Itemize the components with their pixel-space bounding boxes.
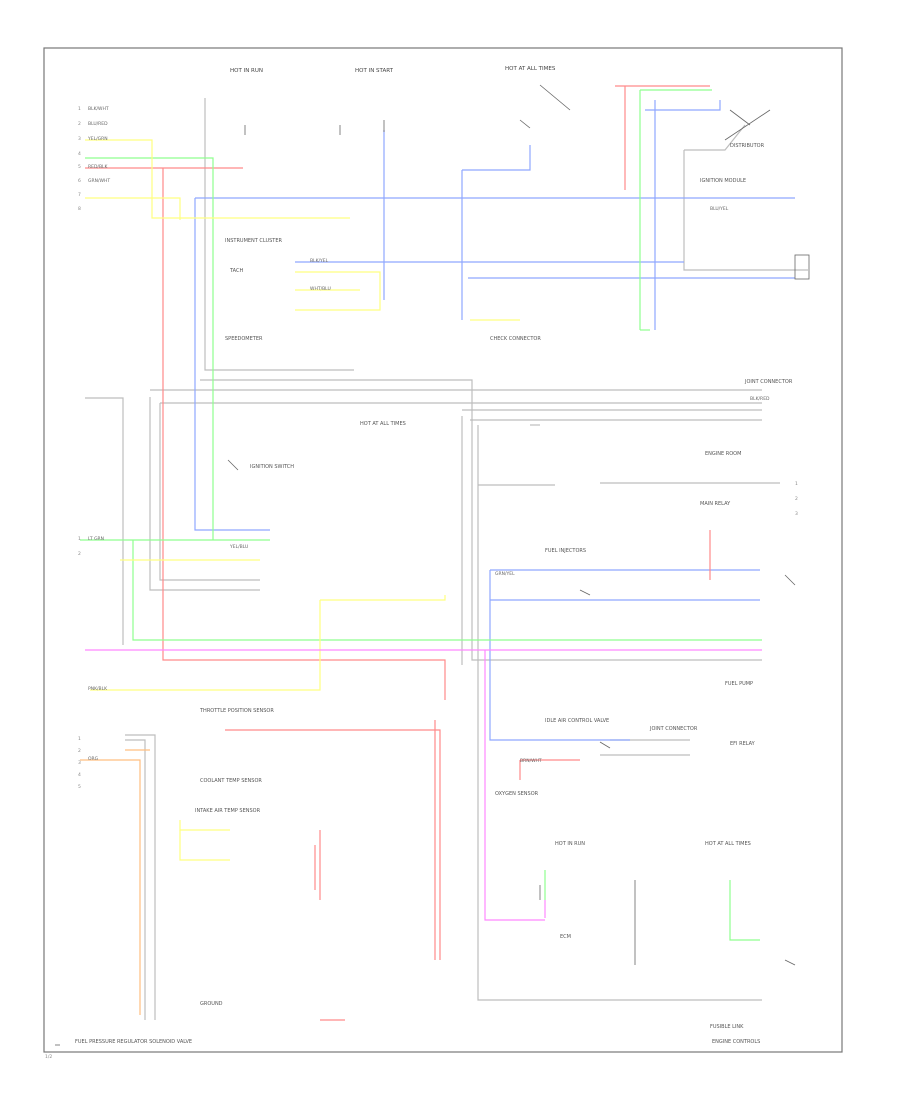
svg-text:1: 1 xyxy=(795,481,798,487)
wire-code: BLU/YEL xyxy=(710,206,729,212)
label-hot-in-start: HOT IN START xyxy=(355,68,394,74)
wire-code: BRN/WHT xyxy=(520,758,542,764)
pin-numbers: 1 2 3 4 5 6 7 8 1 2 1 2 3 4 5 1 2 3 xyxy=(78,106,798,790)
label-bottom-right: ENGINE CONTROLS xyxy=(712,1039,760,1045)
svg-text:5: 5 xyxy=(78,784,81,790)
wire-code: YEL/GRN xyxy=(87,136,108,142)
wire-code: GRN/YEL xyxy=(495,571,515,577)
svg-text:1: 1 xyxy=(78,736,81,742)
wire-code: BLK/YEL xyxy=(310,258,329,264)
label-fuel-injectors: FUEL INJECTORS xyxy=(545,548,586,554)
svg-text:6: 6 xyxy=(78,178,81,184)
wire-code: LT GRN xyxy=(88,536,104,542)
orange-wires xyxy=(80,749,150,1015)
label-coolant-sensor: COOLANT TEMP SENSOR xyxy=(200,778,262,784)
label-hot-in-run: HOT IN RUN xyxy=(230,68,263,74)
svg-text:2: 2 xyxy=(78,121,81,127)
wire-codes: BLK/WHT BLU/RED YEL/GRN RED/BLK GRN/WHT … xyxy=(87,106,770,764)
label-main-relay: MAIN RELAY xyxy=(700,501,731,507)
label-efi-relay: EFI RELAY xyxy=(730,741,756,747)
svg-text:5: 5 xyxy=(78,164,81,170)
label-hot-in-run-b: HOT IN RUN xyxy=(555,841,585,847)
label-hot-at-all-times-top: HOT AT ALL TIMES xyxy=(505,66,556,72)
wire-code: WHT/BLU xyxy=(310,286,331,292)
yellow-wires xyxy=(85,139,520,861)
wire-code: ORG xyxy=(88,756,99,762)
label-intake-air-sensor: INTAKE AIR TEMP SENSOR xyxy=(195,808,261,814)
label-joint-connector-2: JOINT CONNECTOR xyxy=(649,726,698,732)
svg-text:2: 2 xyxy=(78,748,81,754)
label-ground: GROUND xyxy=(200,1001,223,1007)
label-fuel-pump: FUEL PUMP xyxy=(725,681,753,687)
green-wires xyxy=(80,89,762,941)
wire-code: YEL/BLU xyxy=(229,544,248,550)
label-instrument-cluster: INSTRUMENT CLUSTER xyxy=(225,238,283,244)
svg-text:3: 3 xyxy=(78,760,81,766)
label-fusible-link: FUSIBLE LINK xyxy=(710,1024,744,1030)
wire-code: PNK/BLK xyxy=(88,686,108,692)
label-engine-room: ENGINE ROOM xyxy=(705,451,741,457)
label-ecm: ECM xyxy=(560,934,571,940)
label-oxygen-sensor: OXYGEN SENSOR xyxy=(495,791,539,797)
svg-text:8: 8 xyxy=(78,206,81,212)
svg-text:2: 2 xyxy=(78,551,81,557)
label-speedometer: SPEEDOMETER xyxy=(225,336,263,342)
labels: HOT IN RUN HOT IN START HOT AT ALL TIMES… xyxy=(45,66,793,1060)
label-throttle-sensor: THROTTLE POSITION SENSOR xyxy=(199,708,274,714)
label-ignition-switch: IGNITION SWITCH xyxy=(250,464,294,470)
svg-text:2: 2 xyxy=(795,496,798,502)
svg-text:4: 4 xyxy=(78,151,81,157)
label-distributor: DISTRIBUTOR xyxy=(730,143,765,149)
component-marks xyxy=(55,84,810,1046)
label-ignition-module: IGNITION MODULE xyxy=(700,178,746,184)
wire-code: RED/BLK xyxy=(88,164,109,170)
label-tach: TACH xyxy=(229,268,243,274)
svg-text:4: 4 xyxy=(78,772,81,778)
svg-text:3: 3 xyxy=(78,136,81,142)
label-idle-air-control: IDLE AIR CONTROL VALVE xyxy=(545,718,609,724)
label-page: 1/2 xyxy=(45,1054,52,1060)
wire-code: BLK/WHT xyxy=(88,106,109,112)
gray-wires xyxy=(85,98,808,1020)
svg-text:1: 1 xyxy=(78,106,81,112)
pink-wires xyxy=(85,649,762,921)
red-wires xyxy=(85,85,711,1021)
svg-text:1: 1 xyxy=(78,536,81,542)
label-hot-at-all-times-mid: HOT AT ALL TIMES xyxy=(360,421,406,427)
blue-wires xyxy=(194,100,795,741)
label-check-connector: CHECK CONNECTOR xyxy=(490,336,541,342)
svg-text:7: 7 xyxy=(78,192,81,198)
label-joint-connector-1: JOINT CONNECTOR xyxy=(744,379,793,385)
label-hot-at-all-times-b: HOT AT ALL TIMES xyxy=(705,841,751,847)
wire-code: BLK/RED xyxy=(750,396,770,402)
svg-text:3: 3 xyxy=(795,511,798,517)
wire-code: BLU/RED xyxy=(88,121,108,127)
wire-code: GRN/WHT xyxy=(88,178,110,184)
label-bottom-left: FUEL PRESSURE REGULATOR SOLENOID VALVE xyxy=(75,1039,192,1045)
diagram-frame xyxy=(43,47,843,1053)
